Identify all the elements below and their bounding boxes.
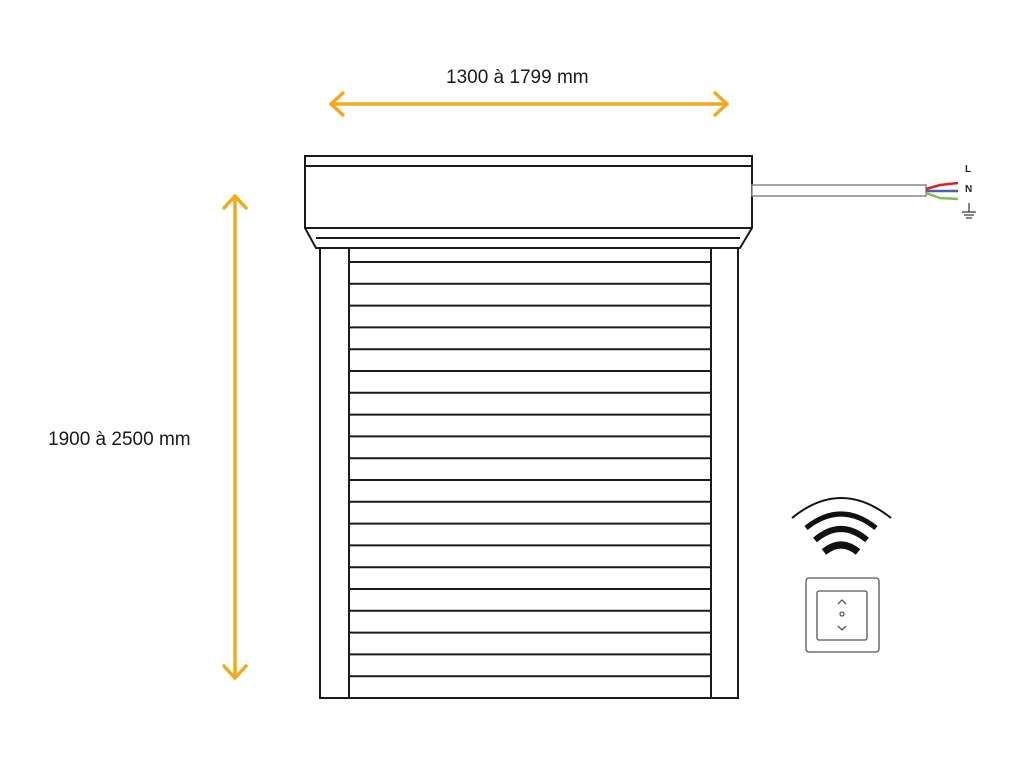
wire-label-live: L — [965, 164, 972, 175]
wireless-signal-icon — [791, 497, 892, 555]
ground-icon — [962, 203, 976, 219]
shutter-housing — [304, 155, 753, 249]
shutter-frame — [319, 247, 739, 699]
power-cable — [751, 181, 959, 201]
wire-label-neutral: N — [965, 184, 973, 195]
height-arrow — [222, 194, 248, 680]
width-dimension-label: 1300 à 1799 mm — [446, 67, 589, 88]
width-arrow — [329, 91, 729, 117]
height-dimension-label: 1900 à 2500 mm — [48, 429, 191, 450]
shutter-slats — [349, 282, 711, 678]
wall-switch-icon — [805, 577, 880, 653]
